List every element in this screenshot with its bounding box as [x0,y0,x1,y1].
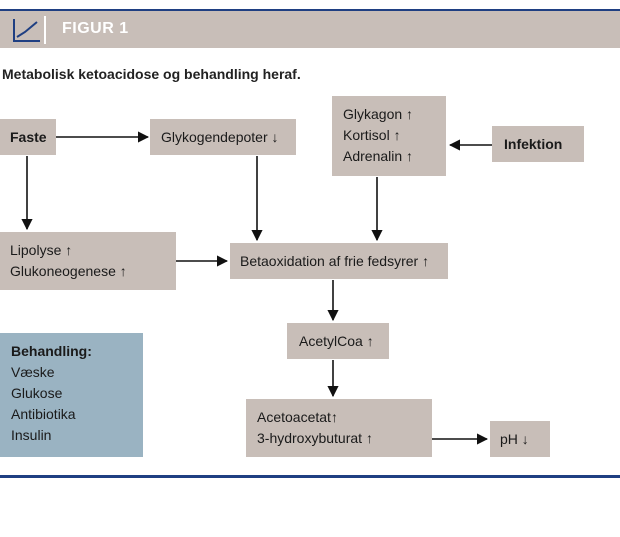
treatment-item: Glukose [11,385,63,401]
node-hormones: Glykagon ↑ Kortisol ↑ Adrenalin ↑ [332,96,446,176]
figure-title: FIGUR 1 [62,20,129,37]
node-lipolyse: Lipolyse ↑ Glukoneogenese ↑ [0,232,176,290]
node-adrenalin-label: Adrenalin ↑ [343,148,414,164]
treatment-item: Væske [11,364,55,380]
node-ketones: Acetoacetat↑ 3-hydroxybuturat ↑ [246,399,432,457]
treatment-box: Behandling: Væske Glukose Antibiotika In… [0,333,143,457]
node-infektion: Infektion [492,126,584,162]
node-acetoacetat-label: Acetoacetat↑ [257,409,338,425]
node-acetylcoa-label: AcetylCoa ↑ [299,333,374,349]
line-chart-icon [13,16,46,44]
node-kortisol-label: Kortisol ↑ [343,127,401,143]
node-glukoneogenese-label: Glukoneogenese ↑ [10,263,127,279]
figure-subtitle: Metabolisk ketoacidose og behandling her… [2,66,301,82]
node-glykogendepoter: Glykogendepoter ↓ [150,119,296,155]
node-infektion-label: Infektion [504,136,563,152]
node-acetylcoa: AcetylCoa ↑ [287,323,389,359]
treatment-heading: Behandling: [11,343,92,359]
node-faste-label: Faste [10,129,47,145]
node-glykagon-label: Glykagon ↑ [343,106,414,122]
node-lipolyse-label: Lipolyse ↑ [10,242,73,258]
node-betaoxidation-label: Betaoxidation af frie fedsyrer ↑ [240,253,430,269]
node-ph-label: pH ↓ [500,431,529,447]
treatment-item: Insulin [11,427,52,443]
node-betaoxidation: Betaoxidation af frie fedsyrer ↑ [230,243,448,279]
node-faste: Faste [0,119,56,155]
node-hydroxybuturat-label: 3-hydroxybuturat ↑ [257,430,373,446]
treatment-item: Antibiotika [11,406,76,422]
node-ph: pH ↓ [490,421,550,457]
node-glykogendepoter-label: Glykogendepoter ↓ [161,129,279,145]
figure-header: FIGUR 1 [0,11,620,48]
bottom-rule [0,475,620,478]
top-rule [0,9,620,11]
